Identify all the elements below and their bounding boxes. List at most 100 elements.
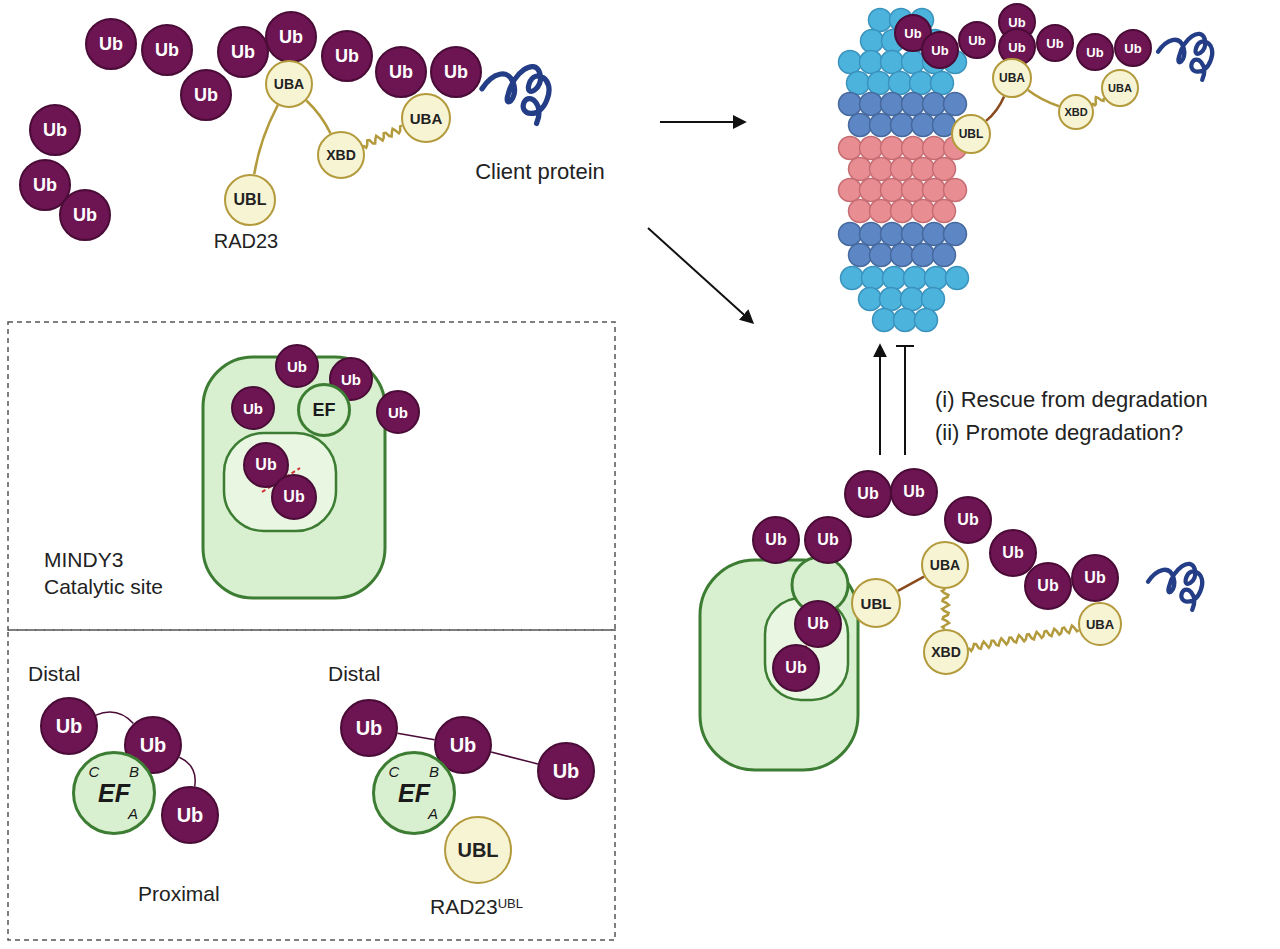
node-text: UBA <box>410 111 443 126</box>
node-text: EF <box>312 401 335 419</box>
proteasome-subunit <box>868 72 891 95</box>
node-text: Ub <box>553 761 580 781</box>
node-text: Ub <box>785 660 806 676</box>
ubiquitin-circle: Ub <box>1071 554 1119 602</box>
node-text: Ub <box>177 805 204 825</box>
proteasome-subunit <box>889 72 912 95</box>
ubiquitin-circle: Ub <box>85 18 137 70</box>
ubiquitin-circle: Ub <box>921 31 959 69</box>
node-text: B <box>129 764 139 779</box>
domain-circle: UBA <box>992 58 1032 98</box>
proteasome-subunit <box>902 179 925 202</box>
linker-line <box>398 733 435 740</box>
proteasome-subunit <box>839 179 862 202</box>
node-text: C <box>89 764 100 779</box>
domain-circle: UBL <box>444 816 512 884</box>
proteasome-subunit <box>925 267 948 290</box>
node-text: Ub <box>335 47 359 65</box>
node-text: Ub <box>450 735 477 755</box>
node-text: Ub <box>155 41 179 59</box>
ubiquitin-circle: Ub <box>752 516 800 564</box>
proteasome-subunit <box>859 288 882 311</box>
node-text: Ub <box>817 532 838 548</box>
node-text: EF <box>98 781 130 806</box>
proteasome-subunit <box>912 114 935 137</box>
proteasome-subunit <box>944 223 967 246</box>
node-text: XBD <box>1064 107 1087 118</box>
proteasome-subunit <box>931 72 954 95</box>
flow-arrows <box>648 122 914 455</box>
ubiquitin-circle: Ub <box>537 742 595 800</box>
linker-line <box>254 105 278 174</box>
ubiquitin-circle: Ub <box>29 104 81 156</box>
ubiquitin-circle: Ub <box>430 46 482 98</box>
domain-circle: XBD <box>317 131 365 179</box>
proteasome-subunit <box>870 244 893 267</box>
ubiquitin-circle: Ub <box>141 24 193 76</box>
ubiquitin-circle: Ub <box>40 697 98 755</box>
ubiquitin-circle: Ub <box>794 600 842 648</box>
domain-circle: UBA <box>265 60 313 108</box>
label-box: Proximal <box>138 880 220 907</box>
text-label: Distal <box>328 662 381 685</box>
ubiquitin-circle: Ub <box>890 468 938 516</box>
proteasome-subunit <box>881 51 904 74</box>
node-text: UBA <box>274 77 304 91</box>
ubiquitin-circle: Ub <box>340 699 398 757</box>
proteasome-subunit <box>891 158 914 181</box>
proteasome-subunit <box>933 158 956 181</box>
node-text: UBA <box>1108 83 1132 94</box>
node-text: Ub <box>99 35 123 53</box>
node-text: Ub <box>341 372 361 387</box>
node-text: Ub <box>765 532 786 548</box>
domain-circle: UBL <box>851 578 901 628</box>
label-box: MINDY3 Catalytic site <box>44 546 199 601</box>
linker-line <box>898 577 924 591</box>
proteasome-subunit <box>902 223 925 246</box>
node-text: Ub <box>388 405 408 420</box>
linker-line <box>179 757 195 786</box>
node-text: Ub <box>287 359 307 374</box>
proteasome-subunit <box>933 244 956 267</box>
domain-circle: UBA <box>1101 69 1139 107</box>
proteasome-subunit <box>839 51 862 74</box>
proteasome-subunit <box>860 179 883 202</box>
ubiquitin-circle: Ub <box>275 344 319 388</box>
proteasome-subunit <box>923 179 946 202</box>
node-text: Ub <box>1008 41 1025 54</box>
proteasome-subunit <box>894 309 917 332</box>
node-text: UBA <box>1086 618 1114 631</box>
proteasome-subunit <box>902 93 925 116</box>
proteasome-subunit <box>847 72 870 95</box>
ubiquitin-circle: Ub <box>231 386 275 430</box>
ubiquitin-circle: Ub <box>844 470 892 518</box>
ef-hand-circle: CBEFA <box>372 751 456 835</box>
domain-circle: XBD <box>1058 94 1094 130</box>
ubiquitin-circle: Ub <box>1114 29 1152 67</box>
node-text: Ub <box>279 28 303 46</box>
proteasome-subunit <box>883 267 906 290</box>
proteasome-subunit <box>904 267 927 290</box>
node-text: A <box>128 806 138 821</box>
ubiquitin-circle: Ub <box>958 21 996 59</box>
proteasome-subunit <box>849 158 872 181</box>
ubiquitin-circle: Ub <box>161 786 219 844</box>
proteasome-subunit <box>870 158 893 181</box>
proteasome-subunit <box>839 93 862 116</box>
node-text: XBD <box>931 645 961 659</box>
node-text: Ub <box>968 34 985 47</box>
label-box: (i) Rescue from degradation <box>935 386 1208 415</box>
proteasome-subunit <box>881 179 904 202</box>
text-label: RAD23 <box>214 230 278 252</box>
proteasome-subunit <box>870 200 893 223</box>
mindy3-shape <box>700 557 858 770</box>
proteasome-subunit <box>912 244 935 267</box>
node-text: UBL <box>234 192 267 208</box>
node-text: Ub <box>857 486 878 502</box>
domain-circle: XBD <box>923 629 969 675</box>
proteasome-subunit <box>891 200 914 223</box>
node-text: Ub <box>1046 37 1063 50</box>
node-text: Ub <box>1124 42 1141 55</box>
linker-line <box>306 101 330 134</box>
